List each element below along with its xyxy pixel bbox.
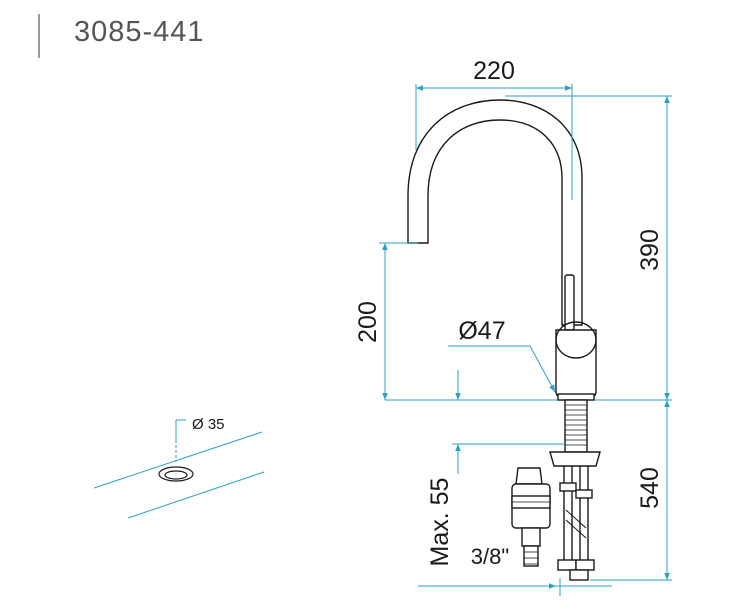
hose-fitting-right bbox=[575, 559, 595, 571]
connector-threads bbox=[524, 551, 538, 565]
dim-connection-label: 3/8" bbox=[471, 544, 509, 569]
mounting-hole bbox=[158, 466, 194, 482]
mounting-nut bbox=[549, 451, 601, 467]
hose-fitting-left bbox=[557, 559, 577, 571]
faucet-body bbox=[555, 329, 597, 399]
dim-reach-label: 220 bbox=[473, 57, 515, 85]
model-code: 3085-441 bbox=[74, 16, 205, 48]
dim-deck-label: Max. 55 bbox=[426, 478, 454, 567]
valve-connector bbox=[523, 545, 539, 567]
dim-height-label: 390 bbox=[636, 229, 664, 271]
body-ring bbox=[555, 321, 597, 359]
gooseneck-spout bbox=[407, 99, 583, 326]
header-divider bbox=[38, 14, 40, 58]
valve-outlet bbox=[521, 527, 541, 547]
dim-hose-label: 540 bbox=[636, 467, 664, 509]
valve-cap bbox=[515, 467, 543, 485]
base-collar bbox=[557, 393, 595, 401]
shank-threads bbox=[565, 404, 587, 446]
dim-diameter-leader bbox=[448, 345, 556, 393]
threaded-shank bbox=[564, 399, 588, 453]
mounting-hole-detail bbox=[93, 419, 265, 519]
supply-hoses bbox=[559, 466, 593, 560]
hole-diameter-label: Ø 35 bbox=[192, 416, 225, 433]
dimension-lines bbox=[379, 84, 672, 596]
dim-diameter-label: Ø47 bbox=[458, 317, 505, 345]
dim-spout-label: 200 bbox=[354, 301, 382, 343]
hose-nut-bottom bbox=[569, 569, 589, 581]
